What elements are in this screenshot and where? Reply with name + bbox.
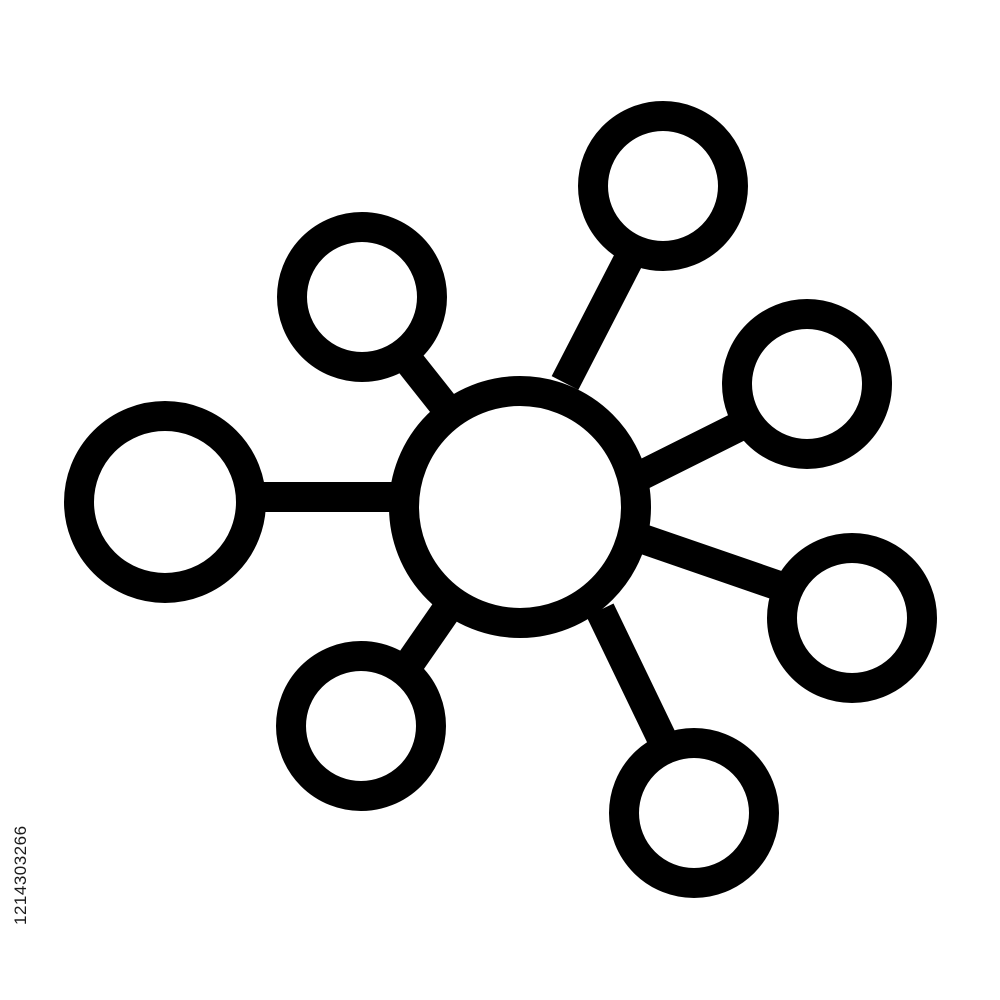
satellite-node-lower-left [276,641,446,811]
stock-id-text: 1214303266 [11,825,30,925]
hub-node [389,376,651,638]
connector-line-top [551,246,646,390]
connector-line-lower-right [586,603,679,752]
satellite-node-lower-right [609,728,779,898]
connector-line-upper-right [627,407,757,493]
connector-line-upper-left [396,350,458,418]
satellite-node-right [767,533,937,703]
satellite-node-left [64,401,266,603]
satellite-node-top [578,101,748,271]
satellite-node-upper-left [277,212,447,382]
satellite-node-upper-right [722,299,892,469]
connector-line-right [638,524,790,603]
